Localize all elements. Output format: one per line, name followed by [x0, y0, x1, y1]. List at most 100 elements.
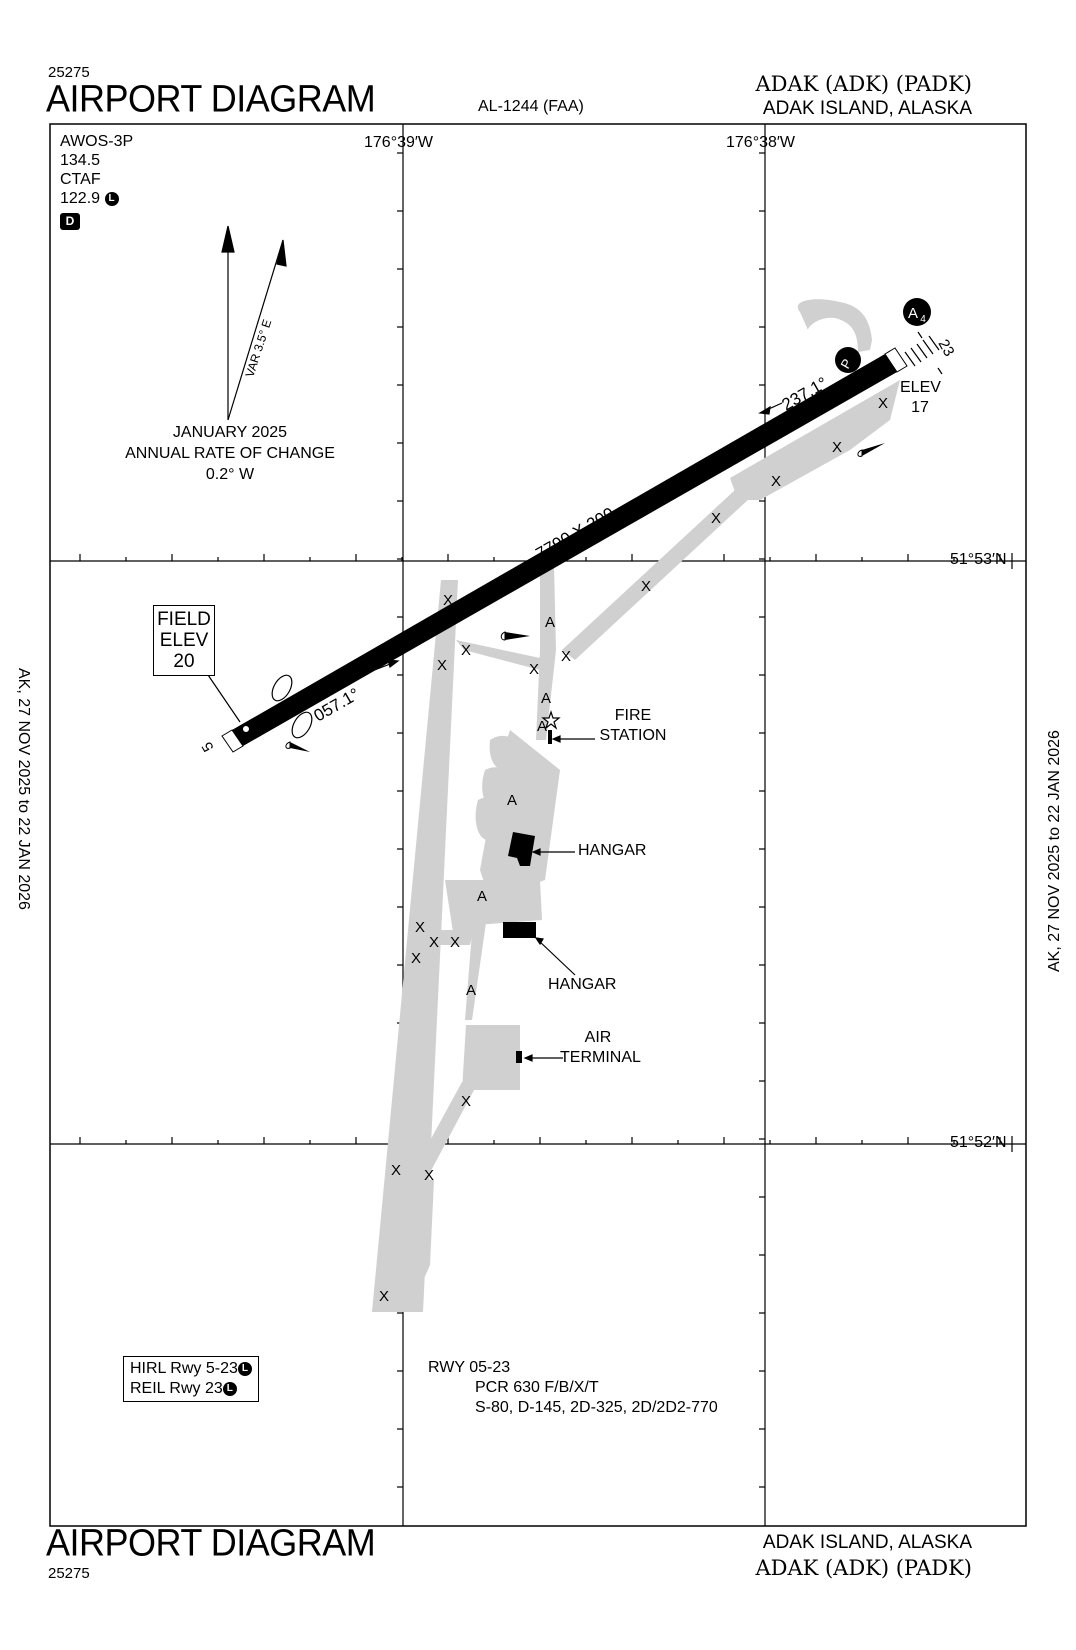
- pcr-label: PCR 630 F/B/X/T: [475, 1379, 599, 1396]
- taxiway-x-marker: X: [429, 934, 439, 951]
- ne-apron: [730, 380, 900, 500]
- awos-label: AWOS-3P: [60, 133, 134, 150]
- taxiway-x-marker: X: [641, 578, 651, 595]
- fire-station-building: [548, 730, 552, 744]
- field-elev-value: 20: [173, 651, 195, 672]
- taxiway-a-marker: A: [541, 690, 551, 707]
- light-shape-rwy5: [271, 674, 313, 739]
- reil-lighting-icon: L: [222, 1381, 237, 1396]
- airport-name-bottom: ADAK (ADK) (PADK): [755, 1556, 972, 1580]
- fire-label-2: STATION: [599, 727, 667, 744]
- mag-rate-value: 0.2° W: [205, 466, 255, 483]
- rwy-end-23-marking: [884, 347, 908, 373]
- diagonal-taxiway: [562, 490, 750, 660]
- south-taxiway-stub: [400, 1180, 434, 1292]
- taxiway-x-marker: X: [561, 648, 571, 665]
- mag-rate-label: ANNUAL RATE OF CHANGE: [125, 445, 335, 462]
- reil-label: REIL Rwy 23: [130, 1380, 223, 1397]
- runway-05-23: [221, 331, 943, 753]
- hangar-label-2: HANGAR: [548, 976, 617, 993]
- lon-label-right: 176°38′W: [726, 134, 795, 151]
- page-title: AIRPORT DIAGRAM: [46, 76, 376, 120]
- rwy-info-label: RWY 05-23: [428, 1359, 511, 1376]
- comms-block: AWOS-3P 134.5 CTAF 122.9 L D: [60, 132, 133, 230]
- center-taxiway: [536, 565, 556, 740]
- runway-info-block: RWY 05-23 PCR 630 F/B/X/T S-80, D-145, 2…: [428, 1358, 718, 1418]
- taxiway-a-marker: A: [507, 792, 517, 809]
- taxiway-a-marker: A: [477, 888, 487, 905]
- field-elev-label1: FIELD: [157, 609, 211, 630]
- taxiway-x-marker: X: [437, 657, 447, 674]
- lighting-circle-icon: L: [104, 191, 119, 206]
- hangar-south-building: [503, 922, 536, 938]
- hangar-north-building: [508, 832, 535, 866]
- windsocks: [285, 443, 885, 752]
- taxiway-x-marker: X: [424, 1167, 434, 1184]
- field-elev-label2: ELEV: [159, 630, 209, 651]
- taxiway-x-marker: X: [771, 473, 781, 490]
- taxiway-x-marker: X: [529, 661, 539, 678]
- location-top: ADAK ISLAND, ALASKA: [762, 98, 972, 119]
- d-symbol-icon: D: [60, 213, 80, 230]
- ctaf-freq: 122.9: [60, 190, 101, 207]
- buildings: [503, 730, 552, 1063]
- var-label: VAR 3.5° E: [243, 318, 275, 379]
- taxiway-x-marker: X: [379, 1288, 389, 1305]
- airport-name-top: ADAK (ADK) (PADK): [755, 72, 972, 96]
- taxiway-x-marker: X: [391, 1162, 401, 1179]
- taxiway-a-marker: A: [545, 614, 555, 631]
- rwy-end-23-label: 23: [935, 337, 958, 360]
- svg-text:A: A: [908, 305, 918, 322]
- field-elev-leader: [205, 671, 241, 723]
- hirl-lighting-icon: L: [237, 1361, 252, 1376]
- taxiway-x-marker: X: [711, 510, 721, 527]
- facility-leaders: [523, 735, 595, 1062]
- hirl-label: HIRL Rwy 5-23: [130, 1360, 238, 1377]
- apron-bulge-3: [475, 797, 502, 840]
- elev-ne-value: 17: [911, 399, 929, 416]
- a4-symbol: A 4: [903, 298, 931, 326]
- taxiway-x-marker: X: [878, 395, 888, 412]
- taxiway-south-connector: [414, 1082, 474, 1180]
- magnetic-north-arrow: [221, 225, 287, 421]
- lat-label-bottom: 51°52′N: [950, 1134, 1007, 1151]
- taxiway-a-marker: A: [466, 982, 476, 999]
- weights-label: S-80, D-145, 2D-325, 2D/2D2-770: [475, 1399, 718, 1416]
- west-connector: [456, 640, 540, 670]
- fire-label-1: FIRE: [614, 707, 652, 724]
- rwy-end-5-marking: [221, 729, 244, 753]
- heading-arrows: [371, 402, 783, 672]
- approach-lights-23: [904, 331, 943, 375]
- taxiway-x-marker: X: [415, 919, 425, 936]
- taxiway-x-marker: X: [461, 642, 471, 659]
- diagram-frame: [49, 123, 1027, 1527]
- taxiway-x-marker: X: [443, 592, 453, 609]
- lat-label-top: 51°53′N: [950, 551, 1007, 568]
- taxiway-network: [372, 299, 900, 1312]
- cross-connector-2: [445, 880, 485, 945]
- runway-surface: [232, 354, 897, 746]
- ctaf-label: CTAF: [60, 171, 101, 188]
- procedure-id: AL-1244 (FAA): [478, 98, 584, 115]
- awos-freq: 134.5: [60, 152, 101, 169]
- location-bottom: ADAK ISLAND, ALASKA: [762, 1532, 972, 1553]
- taxiway-x-marker: X: [832, 439, 842, 456]
- hangar-label-1: HANGAR: [578, 842, 647, 859]
- elev-ne-block: ELEV 17: [900, 378, 941, 418]
- field-elev-point: [242, 725, 250, 733]
- chart-id-top: 25275: [48, 64, 90, 81]
- rwy-end-5-label: 5: [199, 739, 218, 755]
- svg-text:4: 4: [920, 314, 926, 325]
- beacon-star: [541, 710, 561, 730]
- terminal-label-1: AIR: [584, 1029, 612, 1046]
- terminal-taxiway: [465, 895, 490, 1020]
- footer-title: AIRPORT DIAGRAM: [46, 1520, 376, 1564]
- taxiway-a-marker: A: [537, 718, 547, 735]
- magnetic-block: JANUARY 2025 ANNUAL RATE OF CHANGE 0.2° …: [120, 422, 340, 485]
- elev-ne-label: ELEV: [900, 379, 941, 396]
- fire-station-label: FIRE STATION: [596, 706, 670, 746]
- terminal-building: [516, 1051, 522, 1063]
- taxiway-x-marker: X: [411, 950, 421, 967]
